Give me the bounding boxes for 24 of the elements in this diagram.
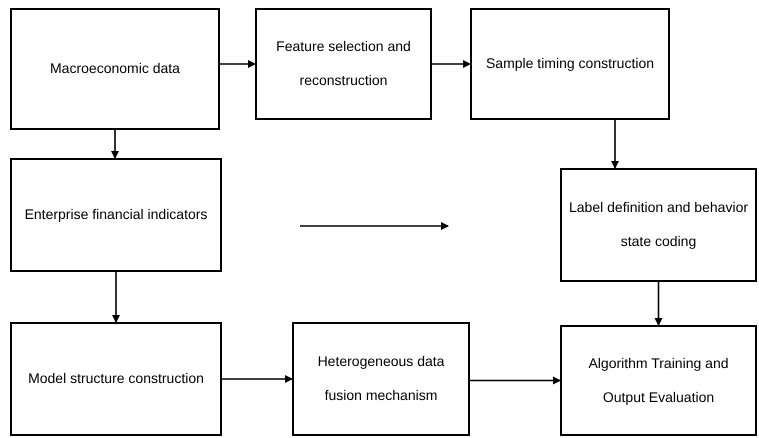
box-label: Label definition and behavior state coding [568,198,750,251]
box-label: Macroeconomic data [50,59,180,78]
process-box [10,322,222,436]
arrow [470,376,561,384]
process-box [560,168,757,282]
box-label: Algorithm Training and Output Evaluation [587,354,730,407]
box-label: Feature selection and reconstruction [275,37,412,90]
arrow [220,60,256,68]
arrow [611,120,619,169]
arrow [222,375,293,383]
process-box [10,8,220,130]
box-label: Enterprise financial indicators [24,205,208,224]
arrow [112,272,120,323]
process-box [560,325,757,436]
arrow [654,282,662,326]
process-box [255,8,432,120]
process-box [10,158,222,272]
process-box [470,8,670,120]
box-label: Heterogeneous data fusion mechanism [316,352,446,405]
process-box [292,322,470,436]
arrow [111,130,119,159]
box-label: Sample timing construction [486,54,654,74]
arrow [432,60,471,68]
box-label: Model structure construction [28,369,204,388]
